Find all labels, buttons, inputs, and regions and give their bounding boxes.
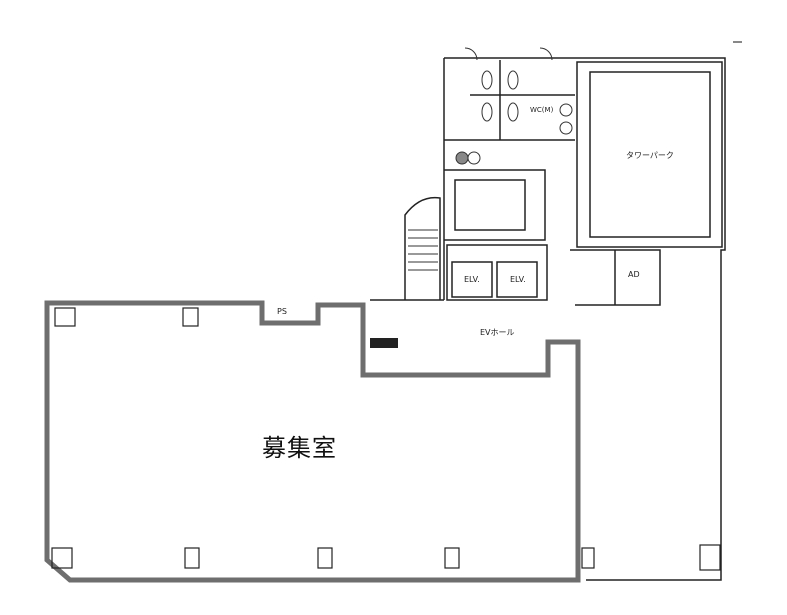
stair-area xyxy=(444,169,546,241)
tower-parking-area xyxy=(576,61,723,248)
ps-label: PS xyxy=(277,307,287,316)
columns xyxy=(51,307,721,571)
building-outline xyxy=(370,57,726,581)
elevator-bank xyxy=(446,244,548,301)
elevator-1-label: ELV. xyxy=(464,275,480,284)
room-label: 募集室 xyxy=(262,434,337,462)
fixtures xyxy=(408,47,573,271)
elevator-2-label: ELV. xyxy=(510,275,526,284)
shaft-fill xyxy=(370,338,398,348)
tower-parking-label: タワーパーク xyxy=(626,151,674,160)
wc-m-label: WC(M) xyxy=(530,106,554,114)
recruitment-room-wall xyxy=(44,300,581,583)
ev-hall-label: EVホール xyxy=(480,328,515,337)
ad-label: AD xyxy=(628,270,640,279)
